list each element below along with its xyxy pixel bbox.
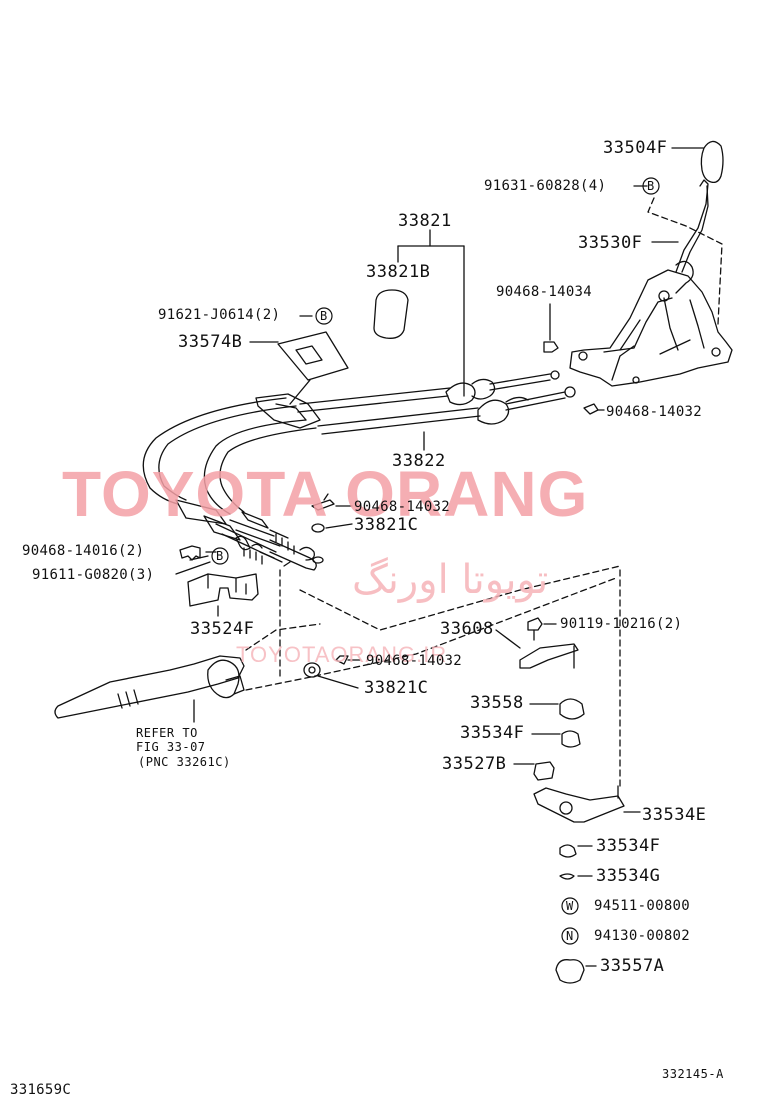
shift-cable-drawing: [203, 386, 576, 515]
part-label-33608[interactable]: 33608: [440, 619, 494, 639]
watermark-main: TOYOTA ORANG: [62, 458, 589, 530]
cable-label-bracket: [397, 229, 465, 397]
clip-drawing-b: [543, 303, 559, 353]
clip-drawing-e: [335, 655, 361, 665]
part-label-91621-j0614[interactable]: 91621-J0614(2): [158, 307, 281, 323]
part-label-33527b[interactable]: 33527B: [442, 754, 507, 774]
part-label-90468-14032-right[interactable]: 90468-14032: [606, 404, 703, 420]
marker-n: N: [566, 929, 574, 943]
transmission-shaft-drawing: [54, 655, 245, 723]
bushing-drawing-c: [513, 761, 555, 781]
part-label-33530f[interactable]: 33530F: [578, 233, 643, 253]
refer-note-line1: REFER TO: [136, 726, 198, 740]
figure-code: 332145-A: [662, 1067, 724, 1081]
washer-drawing-b: [303, 662, 359, 689]
part-label-33821[interactable]: 33821: [398, 211, 452, 231]
part-label-33821b[interactable]: 33821B: [366, 262, 431, 282]
marker-b-1: B: [647, 179, 655, 193]
lever-drawing: [495, 629, 579, 669]
part-label-94511-00800[interactable]: 94511-00800: [594, 898, 691, 914]
cable-ends-drawing: [175, 499, 324, 571]
select-cable-drawing: [142, 370, 560, 505]
part-label-33822[interactable]: 33822: [392, 451, 446, 471]
marker-b-2: B: [320, 309, 328, 323]
part-label-33821c-lower[interactable]: 33821C: [364, 678, 429, 698]
watermark-site: TOYOTAORANG.IR: [236, 642, 448, 667]
cap-drawing: [555, 959, 585, 984]
clip-drawing-a: [311, 493, 353, 511]
part-label-33821c-upper[interactable]: 33821C: [354, 515, 419, 535]
clip-drawing-d: [179, 545, 201, 561]
marker-w: W: [566, 899, 574, 913]
bolt-drawing: [527, 617, 557, 641]
part-label-33524f[interactable]: 33524F: [190, 619, 255, 639]
part-label-90119-10216[interactable]: 90119-10216(2): [560, 616, 683, 632]
part-label-94130-00802[interactable]: 94130-00802: [594, 928, 691, 944]
bushing-drawing-d: [559, 844, 577, 858]
diagram-ref-code: 331659C: [10, 1082, 72, 1098]
part-label-33534f-lower[interactable]: 33534F: [596, 836, 661, 856]
part-label-90468-14032-lower[interactable]: 90468-14032: [366, 653, 463, 669]
part-label-90468-14034[interactable]: 90468-14034: [496, 284, 593, 300]
refer-note-line3: (PNC 33261C): [138, 755, 231, 769]
cable-grommet-drawing: [255, 393, 321, 429]
clip-drawing-c: [583, 403, 605, 415]
part-label-90468-14032-upper[interactable]: 90468-14032: [354, 499, 451, 515]
retainer-drawing: [249, 331, 349, 405]
marker-b-3: B: [216, 549, 224, 563]
part-label-33558[interactable]: 33558: [470, 693, 524, 713]
cover-pad-drawing: [373, 289, 409, 339]
bracket-drawing: [187, 555, 259, 617]
shift-lever-assembly-drawing: [569, 179, 733, 387]
part-label-33534e[interactable]: 33534E: [642, 805, 707, 825]
part-label-90468-14016[interactable]: 90468-14016(2): [22, 543, 145, 559]
part-label-33534g[interactable]: 33534G: [596, 866, 661, 886]
washer-drawing-a: [311, 523, 353, 533]
part-label-91631-60828[interactable]: 91631-60828(4): [484, 178, 607, 194]
watermark-arabic: تویوتا اورنگ: [352, 557, 549, 603]
part-label-33557a[interactable]: 33557A: [600, 956, 665, 976]
part-label-33504f[interactable]: 33504F: [603, 138, 668, 158]
bell-crank-drawing: [533, 785, 641, 823]
shift-knob-drawing: [671, 140, 724, 184]
part-label-91611-g0820[interactable]: 91611-G0820(3): [32, 567, 155, 583]
part-label-33574b[interactable]: 33574B: [178, 332, 243, 352]
refer-note-line2: FIG 33-07: [136, 740, 206, 754]
part-label-33534f-upper[interactable]: 33534F: [460, 723, 525, 743]
bushing-drawing-b: [531, 730, 581, 748]
bushing-drawing: [529, 698, 585, 720]
washer-drawing-c: [559, 873, 575, 880]
